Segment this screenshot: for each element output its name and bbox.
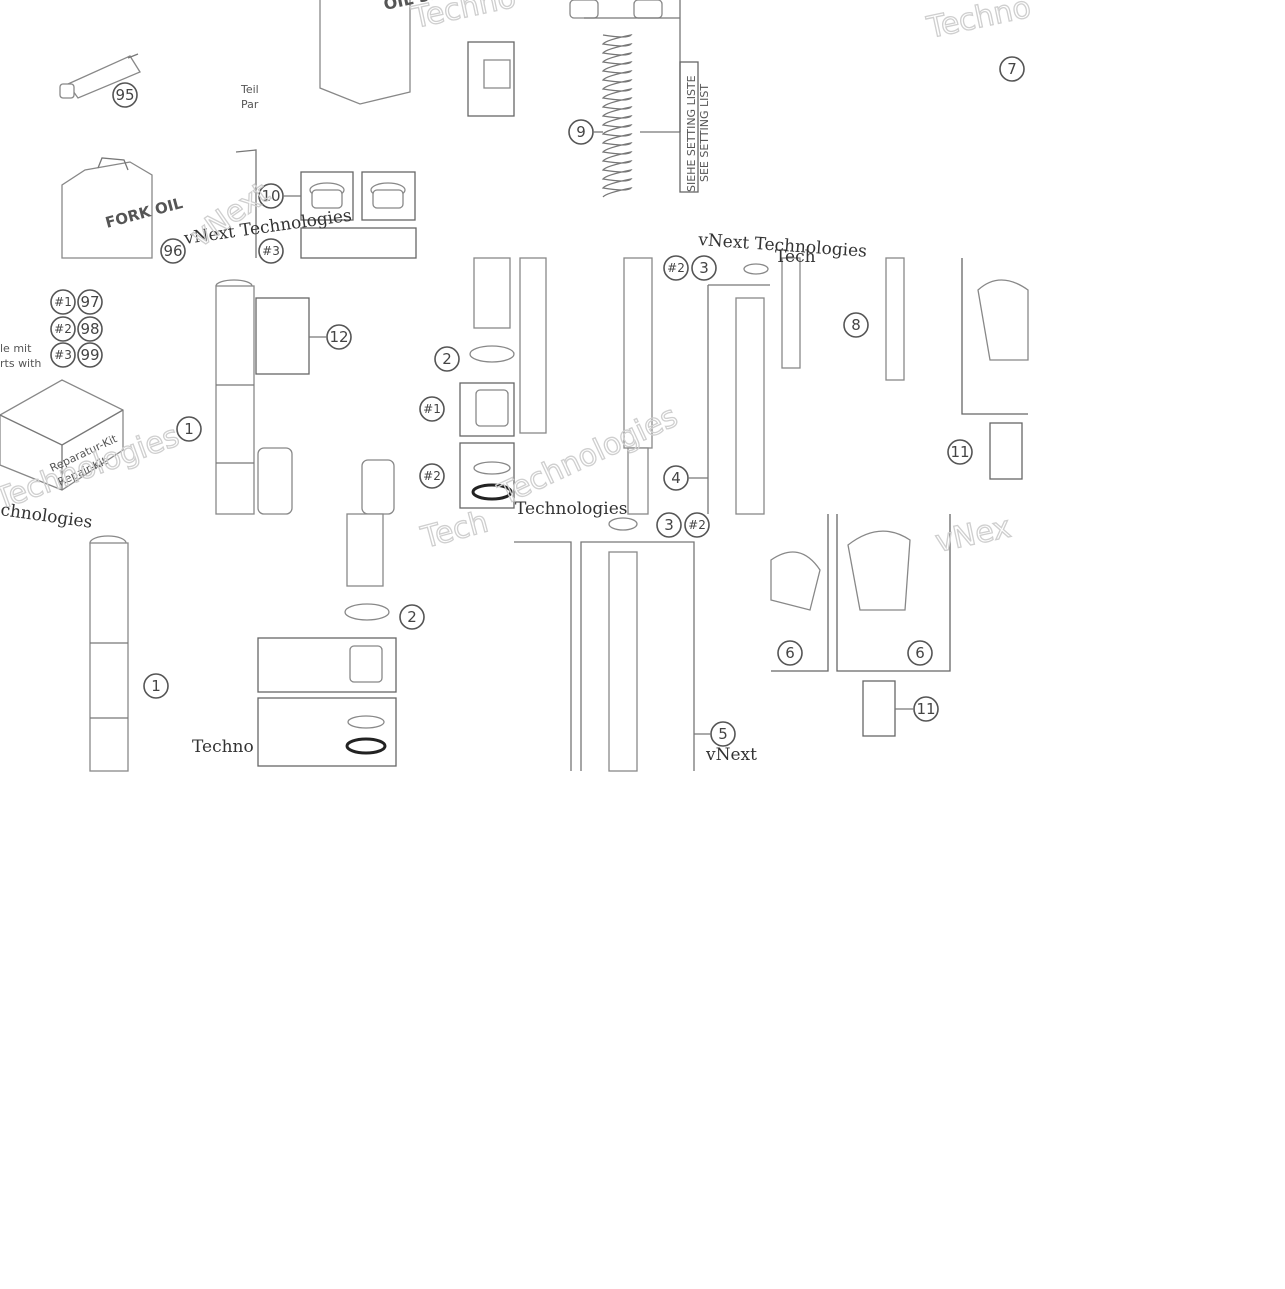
svg-text:95: 95 (115, 86, 134, 104)
callout-6-b: 6 (907, 640, 933, 666)
svg-text:3: 3 (699, 259, 709, 277)
watermark-text: Techno (192, 737, 254, 757)
callout-2-b: 2 (399, 604, 425, 630)
setting-list-en: SEE SETTING LIST (698, 84, 711, 182)
callout-11-a: 11 (947, 439, 973, 465)
callout-hash2-b: #2 (419, 463, 445, 489)
callout-hash1-97a: #1 (50, 289, 76, 315)
svg-text:97: 97 (80, 293, 99, 311)
svg-text:9: 9 (576, 123, 586, 141)
callout-4: 4 (663, 465, 689, 491)
callout-97: 97 (77, 289, 103, 315)
svg-text:96: 96 (163, 242, 182, 260)
watermark-text: Tech (775, 247, 816, 267)
svg-text:#1: #1 (423, 402, 441, 416)
watermark-outline: Techno (923, 0, 1034, 46)
callout-12: 12 (326, 324, 352, 350)
callout-hash2-d: #2 (684, 512, 710, 538)
callout-6-a: 6 (777, 640, 803, 666)
svg-text:#2: #2 (667, 261, 685, 275)
svg-text:#2: #2 (688, 518, 706, 532)
watermark-text: vNext (705, 745, 757, 765)
callout-10: 10 (258, 183, 284, 209)
callout-11-b: 11 (913, 696, 939, 722)
callout-7: 7 (999, 56, 1025, 82)
callout-9: 9 (568, 119, 594, 145)
watermark-outline: Tech (417, 505, 492, 556)
svg-text:#3: #3 (262, 244, 280, 258)
svg-text:1: 1 (184, 420, 194, 438)
fork-oil-can-icon: FORK OIL (61, 157, 185, 259)
watermark-outline: Techno (408, 0, 519, 36)
svg-text:3: 3 (664, 516, 674, 534)
kit-note-en: rts with (0, 357, 41, 370)
svg-text:99: 99 (80, 346, 99, 364)
callout-3-b: 3 (656, 512, 682, 538)
callout-1: 1 (176, 416, 202, 442)
callout-99: 99 (77, 342, 103, 368)
fork-tube-icon (89, 535, 129, 772)
svg-text:2: 2 (442, 350, 452, 368)
fork-tube-icon (215, 279, 255, 515)
callout-hash1-b: #1 (419, 396, 445, 422)
setting-list-de: SIEHE SETTING LISTE (685, 75, 698, 192)
callout-hash3-99a: #3 (50, 342, 76, 368)
tile-middle: #1 97 #2 98 #3 99 le mit rts with Repara… (0, 247, 1029, 533)
svg-text:5: 5 (718, 725, 728, 743)
fork-spring-icon (601, 34, 633, 198)
repair-kit-box-icon: Reparatur-Kit Repair-Kit (0, 379, 124, 491)
svg-text:6: 6 (915, 644, 925, 662)
svg-text:#1: #1 (54, 295, 72, 309)
callout-98: 98 (77, 316, 103, 342)
watermark-outline: vNex (932, 510, 1014, 560)
tile-top-left: 95 FORK OIL 96 OIL 5L Teil Par 10 #3 vNe… (59, 0, 520, 264)
callout-8: 8 (843, 312, 869, 338)
svg-text:#2: #2 (54, 322, 72, 336)
callout-1-b: 1 (143, 673, 169, 699)
callout-hash3-a: #3 (258, 238, 284, 264)
kit-note-de: le mit (0, 342, 32, 355)
tile-top-middle: 9 SIEHE SETTING LISTE SEE SETTING LIST v… (568, 0, 1035, 262)
svg-text:#2: #2 (423, 469, 441, 483)
svg-text:6: 6 (785, 644, 795, 662)
svg-text:#3: #3 (54, 348, 72, 362)
callout-3-a: 3 (691, 255, 717, 281)
teil-text: Teil (240, 83, 259, 96)
svg-text:7: 7 (1007, 60, 1017, 78)
callout-95: 95 (112, 82, 138, 108)
callout-96: 96 (160, 238, 186, 264)
svg-text:98: 98 (80, 320, 99, 338)
svg-text:11: 11 (916, 700, 935, 718)
callout-hash2-c: #2 (663, 255, 689, 281)
svg-text:10: 10 (261, 187, 280, 205)
par-text: Par (241, 98, 259, 111)
svg-text:4: 4 (671, 469, 681, 487)
svg-text:2: 2 (407, 608, 417, 626)
svg-text:11: 11 (950, 443, 969, 461)
watermark-text: Technologies (515, 499, 628, 519)
svg-text:12: 12 (329, 328, 348, 346)
callout-2-a: 2 (434, 346, 460, 372)
callout-hash2-98a: #2 (50, 316, 76, 342)
tile-bottom: 1 Techno 2 Tech Technologies 3 #2 5 vNex… (89, 499, 1015, 772)
svg-text:1: 1 (151, 677, 161, 695)
watermark-text: chnologies (0, 500, 94, 533)
grease-tube-icon (59, 53, 141, 99)
svg-text:8: 8 (851, 316, 861, 334)
callout-5: 5 (710, 721, 736, 747)
